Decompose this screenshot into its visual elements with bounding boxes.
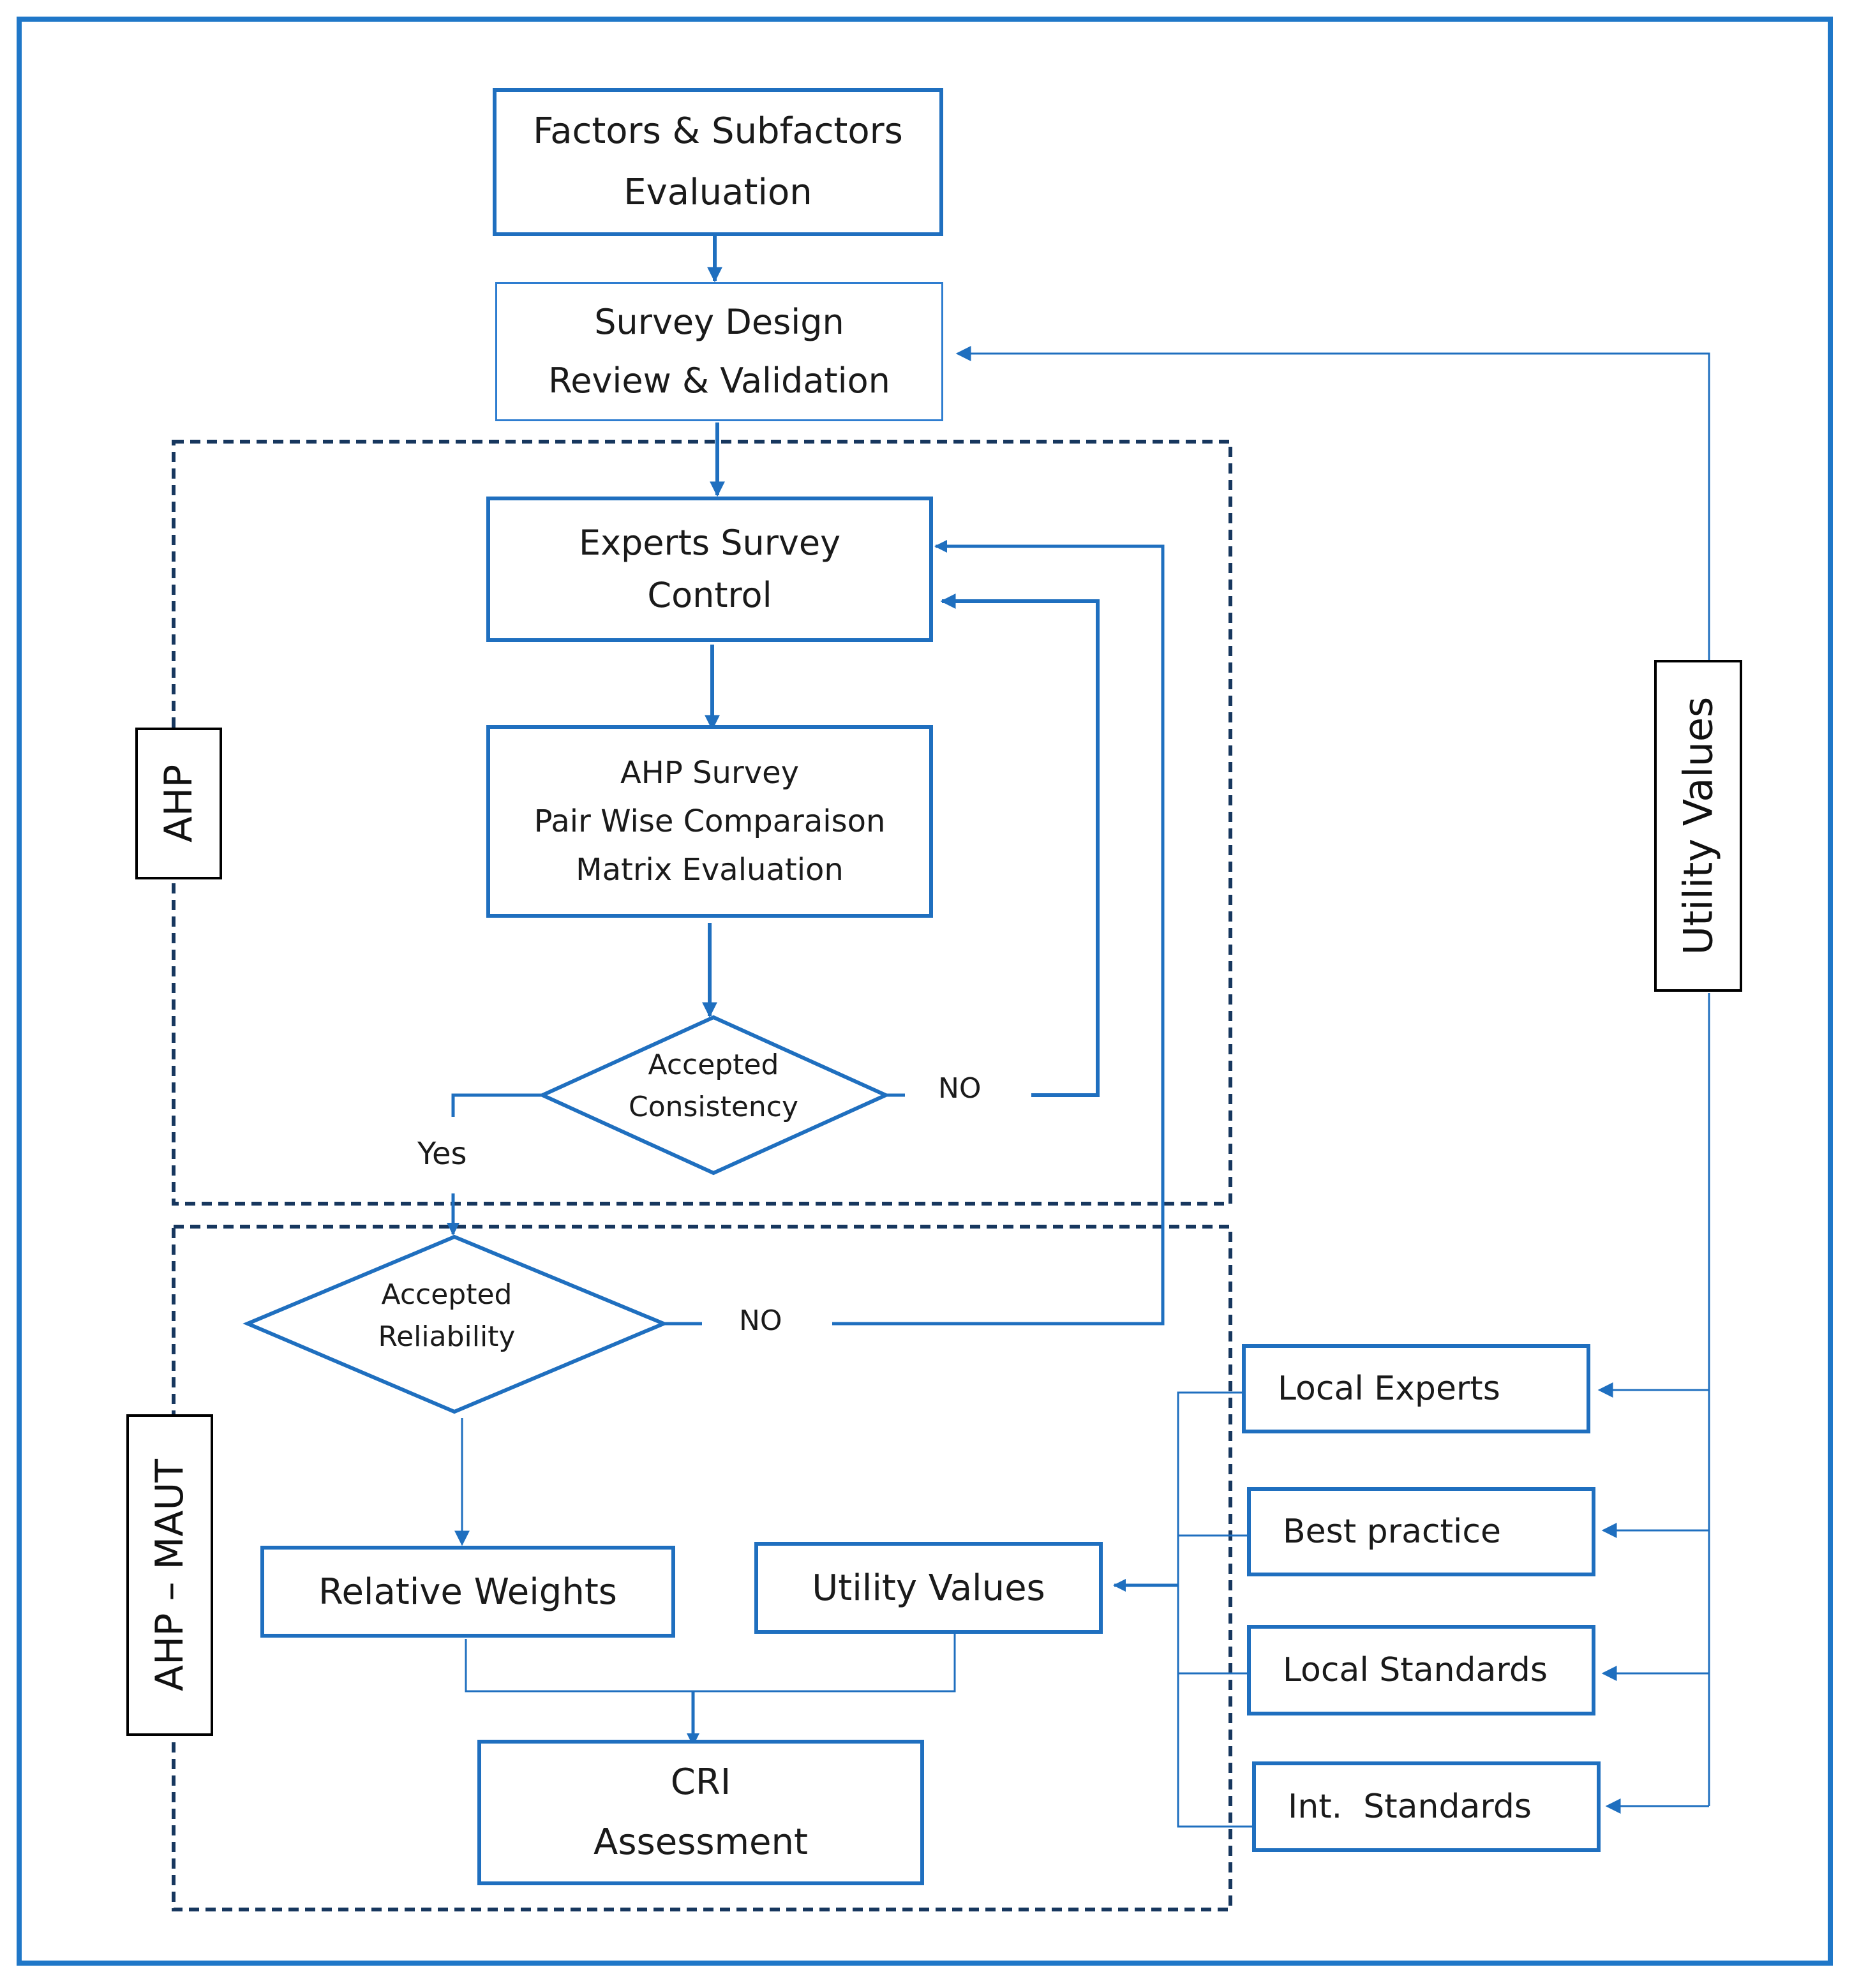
- experts-survey-line-2: Control: [647, 575, 772, 615]
- utility-values-side-label-text: Utility Values: [1675, 696, 1722, 955]
- reliability-line-1: Accepted: [381, 1278, 512, 1311]
- survey-design-line-1: Survey Design: [594, 302, 844, 342]
- accepted-reliability-diamond: [243, 1234, 669, 1414]
- consistency-line-1: Accepted: [648, 1049, 779, 1081]
- factors-line-1: Factors & Subfactors: [533, 110, 903, 152]
- survey-design-line-2: Review & Validation: [548, 361, 890, 401]
- factors-subfactors-box: Factors & Subfactors Evaluation: [493, 88, 943, 236]
- accepted-consistency-diamond: [537, 1015, 891, 1176]
- survey-design-box: Survey Design Review & Validation: [495, 282, 943, 421]
- ahp-survey-line-1: AHP Survey: [620, 755, 800, 791]
- relative-weights-label: Relative Weights: [318, 1571, 617, 1613]
- arrow-utility-to-survey: [955, 346, 1710, 661]
- ahp-maut-group-label: AHP – MAUT: [126, 1414, 213, 1736]
- accepted-reliability-text: Accepted Reliability: [306, 1274, 587, 1358]
- utility-values-label: Utility Values: [812, 1567, 1045, 1609]
- best-practice-box: Best practice: [1247, 1487, 1595, 1576]
- cri-line-2: Assessment: [594, 1821, 808, 1863]
- local-experts-label: Local Experts: [1278, 1370, 1500, 1408]
- diagram-frame: [17, 17, 1833, 1966]
- ahp-group-label-text: AHP: [156, 764, 201, 843]
- cri-line-1: CRI: [670, 1761, 731, 1803]
- ahp-survey-box: AHP Survey Pair Wise Comparaison Matrix …: [486, 725, 933, 918]
- ahp-survey-line-2: Pair Wise Comparaison: [534, 803, 886, 839]
- accepted-consistency-text: Accepted Consistency: [574, 1044, 853, 1128]
- local-standards-label: Local Standards: [1283, 1651, 1548, 1689]
- int-standards-label: Int. Standards: [1288, 1788, 1532, 1826]
- consistency-line-2: Consistency: [628, 1091, 799, 1123]
- factors-line-2: Evaluation: [624, 172, 812, 213]
- yes-label: Yes: [417, 1136, 467, 1172]
- cri-assessment-box: CRI Assessment: [477, 1740, 924, 1885]
- arrow-no-reliability-loop: [832, 540, 1165, 1326]
- local-standards-box: Local Standards: [1247, 1625, 1595, 1715]
- relative-weights-box: Relative Weights: [260, 1546, 675, 1638]
- sources-bracket: [1177, 1391, 1261, 1828]
- best-practice-label: Best practice: [1283, 1513, 1501, 1551]
- arrow-yes-path: [451, 1093, 542, 1117]
- utility-values-box: Utility Values: [754, 1542, 1103, 1634]
- merge-weights-line: [465, 1634, 956, 1693]
- no-reliability-label: NO: [739, 1304, 782, 1337]
- experts-survey-line-1: Experts Survey: [578, 523, 841, 563]
- reliability-line-2: Reliability: [378, 1320, 516, 1353]
- ahp-maut-group-label-text: AHP – MAUT: [147, 1459, 192, 1691]
- ahp-survey-line-3: Matrix Evaluation: [576, 852, 844, 888]
- ahp-group-label: AHP: [135, 728, 222, 879]
- experts-survey-box: Experts Survey Control: [486, 497, 933, 642]
- local-experts-box: Local Experts: [1242, 1344, 1590, 1433]
- no-consistency-label: NO: [938, 1072, 982, 1105]
- arrow-no-consistency-loop: [940, 594, 1100, 1097]
- utility-values-side-label: Utility Values: [1654, 660, 1742, 992]
- int-standards-box: Int. Standards: [1252, 1761, 1601, 1852]
